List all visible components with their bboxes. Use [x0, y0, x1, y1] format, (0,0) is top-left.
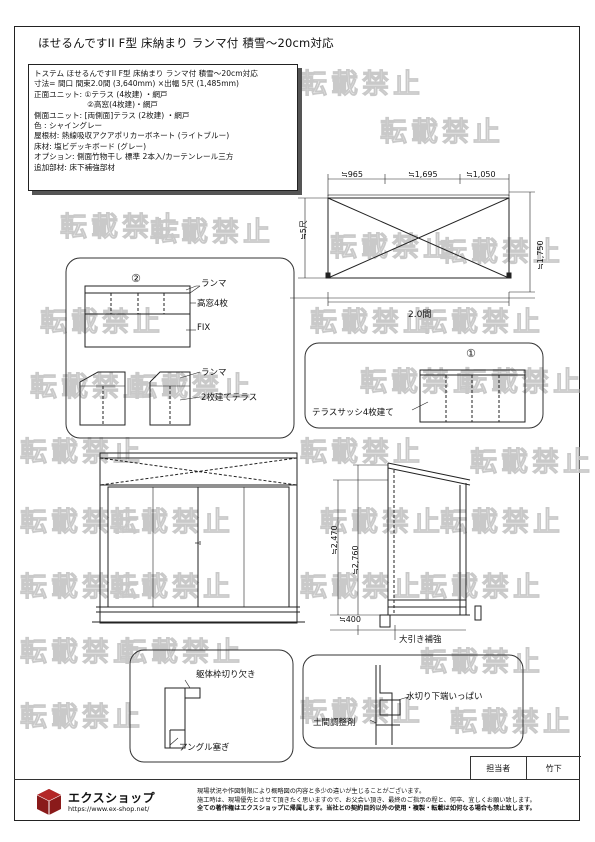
spec-line: 追加部材: 床下補強部材	[34, 162, 115, 172]
plan-dim-top-right: ≒1,050	[466, 170, 496, 179]
spec-line: 側面ユニット: [両側面]テラス (2枚建) ・網戸	[34, 110, 190, 120]
side-dim-2760: ≒2,760	[351, 545, 360, 575]
detail2-number: ②	[131, 272, 141, 285]
footer-notes: 現場状況や作図制限により概略図の内容と多少の違いが生じることがございます。 施工…	[197, 788, 536, 814]
detail3-label-cutout: 躯体枠切り欠き	[196, 670, 256, 680]
plan-dim-left: ≒5尺	[299, 220, 308, 240]
detail2-label-terrace: 2枚建てテラス	[201, 393, 258, 403]
spec-line: 正面ユニット: ①テラス (4枚建) ・網戸	[34, 89, 168, 99]
plan-dim-top-left: ≒965	[341, 170, 363, 179]
box-logo-icon	[36, 789, 62, 815]
detail4-label-flashing: 水切り下端いっぱい	[406, 692, 483, 702]
staff-block: 担当者 竹下	[470, 756, 581, 779]
plan-dim-bottom: 2.0間	[408, 310, 432, 320]
drawing-title: ほせるんですII F型 床納まり ランマ付 積雪～20cm対応	[38, 36, 334, 50]
detail3-label-angle: アングル塞ぎ	[179, 743, 230, 753]
footer-note: 全ての著作権はエクスショップに帰属します。当社との契約目的以外の使用・複製・転載…	[197, 805, 536, 813]
spec-line: トステム ほせるんですII F型 床納まり ランマ付 積雪～20cm対応	[34, 69, 258, 78]
spec-line: ②高窓(4枚建)・網戸	[34, 100, 158, 110]
spec-line: 色 : シャイングレー	[34, 121, 103, 131]
footer-note: 施工時は、現場優先とさせて頂きたく思いますので、お父会い頂き、最終のご指示の程と…	[197, 796, 536, 804]
spec-line: 床材: 塩ビデッキボード (グレー)	[34, 141, 147, 151]
staff-label: 担当者	[471, 757, 527, 779]
side-label-reinforcement: 大引き補強	[399, 635, 442, 645]
brand-url[interactable]: https://www.ex-shop.net/	[68, 805, 150, 813]
detail1-label: テラスサッシ4枚建て	[312, 408, 394, 418]
detail2-label-high-window: 高窓4枚	[197, 299, 228, 309]
exshop-logo[interactable]: エクスショップ https://www.ex-shop.net/	[34, 786, 176, 818]
spec-line: オプション: 側面竹物干し 標準 2本入/カーテンレール三方	[34, 152, 234, 162]
side-dim-400: ≒400	[339, 615, 361, 624]
staff-name: 竹下	[545, 763, 562, 773]
side-dim-2470: ≒2,470	[330, 525, 339, 555]
detail1-number: ①	[466, 347, 476, 360]
plan-dim-right: ≒1,750	[536, 240, 545, 270]
plan-dim-top-center: ≒1,695	[408, 170, 438, 179]
footer: エクスショップ https://www.ex-shop.net/ 現場状況や作図…	[14, 779, 580, 822]
detail2-label-ranma-lower: ランマ	[201, 368, 227, 378]
spec-line: 寸法= 間口 間束2.0間 (3,640mm) ×出幅 5尺 (1,485mm)	[34, 79, 239, 89]
spec-line: 屋根材: 熱線吸収アクアポリカーボネート (ライトブルー)	[34, 131, 230, 141]
page-frame	[14, 26, 580, 821]
detail4-label-adjuster: 土間調整剤	[313, 718, 356, 728]
footer-note: 現場状況や作図制限により概略図の内容と多少の違いが生じることがございます。	[197, 788, 426, 795]
brand-name: エクスショップ	[68, 791, 156, 805]
spec-box: トステム ほせるんですII F型 床納まり ランマ付 積雪～20cm対応 寸法=…	[28, 64, 298, 191]
detail2-label-fix: FIX	[197, 323, 211, 333]
detail2-label-ranma: ランマ	[201, 279, 227, 289]
